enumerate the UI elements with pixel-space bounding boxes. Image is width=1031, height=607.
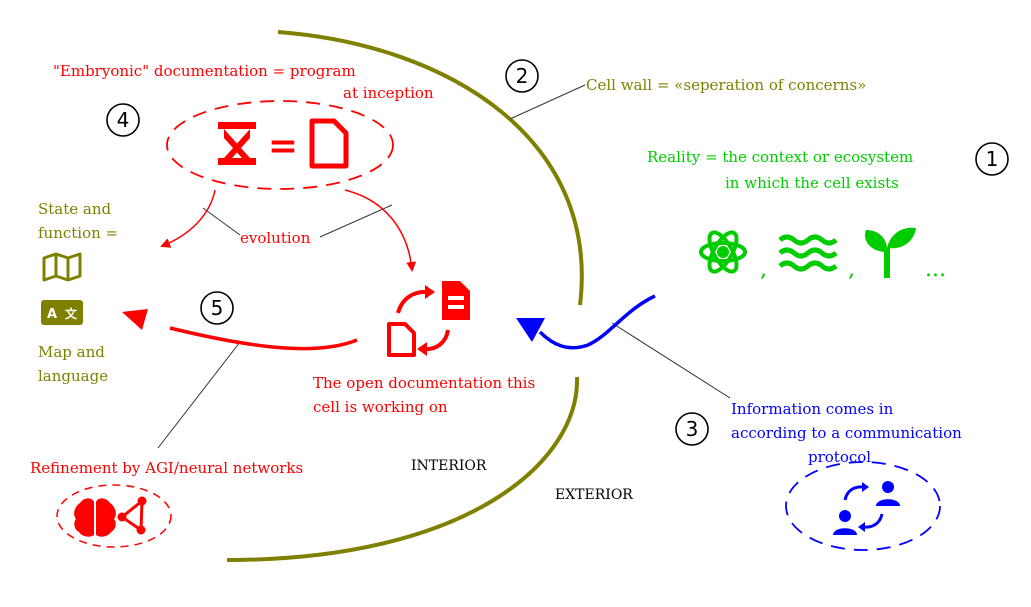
embryonic-label-line1: "Embryonic" documentation = program: [53, 62, 356, 80]
map-icon: [42, 252, 82, 282]
seedling-icon: [864, 227, 916, 278]
exterior-label: EXTERIOR: [555, 487, 633, 503]
information-leader: [611, 322, 731, 399]
embryonic-equals: =: [268, 125, 298, 167]
waves-icon: [778, 234, 838, 272]
cell-wall-arc-bottom: [226, 376, 580, 562]
state-label-line1: State and: [38, 200, 112, 218]
svg-text:5: 5: [211, 296, 224, 320]
reality-label-line1: Reality = the context or ecosystem: [647, 148, 913, 166]
reality-separator-1: ,: [760, 257, 767, 282]
network-icon: [117, 496, 147, 535]
embryonic-ellipse: [166, 100, 394, 190]
evolution-arrow-left: [160, 189, 216, 248]
information-arrow: [538, 294, 656, 350]
svg-text:3: 3: [686, 417, 699, 441]
cell-wall-label: Cell wall = «seperation of concerns»: [586, 76, 866, 94]
refinement-arrow-head: [122, 309, 148, 330]
number-badge-3: 3: [675, 412, 709, 446]
information-label-line1: Information comes in: [731, 400, 894, 418]
map-label-line1: Map and: [38, 343, 105, 361]
svg-text:4: 4: [117, 108, 130, 132]
atom-icon: [699, 230, 747, 274]
embryonic-label-line2: at inception: [343, 84, 434, 102]
evolution-leader-right: [319, 204, 393, 238]
people-exchange-icon: [833, 481, 900, 535]
state-label-line2: function =: [38, 224, 118, 242]
number-badge-4: 4: [106, 103, 140, 137]
evolution-label: evolution: [240, 229, 311, 247]
information-label-line2: according to a communication: [731, 424, 962, 442]
language-icon: A 文: [41, 300, 83, 325]
cell-wall-arc-top: [277, 30, 584, 306]
open-doc-label-line2: cell is working on: [313, 398, 448, 416]
refinement-ellipse: [56, 484, 172, 548]
dna-icon: [218, 122, 256, 165]
svg-text:1: 1: [986, 147, 999, 171]
reality-label-line2: in which the cell exists: [725, 174, 899, 192]
file-sync-icon: [387, 281, 470, 357]
evolution-leader-left: [202, 207, 241, 236]
information-ellipse: [785, 461, 941, 551]
information-arrow-head: [516, 318, 545, 342]
file-icon: [309, 118, 349, 169]
number-badge-2: 2: [505, 59, 539, 93]
svg-text:A: A: [47, 307, 57, 322]
refinement-leader: [157, 341, 241, 449]
refinement-arrow: [169, 326, 358, 351]
evolution-arrow-right: [344, 189, 417, 272]
svg-text:2: 2: [516, 64, 529, 88]
cell-wall-leader: [509, 84, 586, 120]
open-doc-label-line1: The open documentation this: [313, 374, 535, 392]
number-badge-1: 1: [975, 142, 1009, 176]
interior-label: INTERIOR: [411, 458, 487, 474]
refinement-label: Refinement by AGI/neural networks: [30, 459, 303, 477]
reality-ellipsis: ...: [925, 257, 946, 282]
svg-text:文: 文: [65, 306, 78, 321]
number-badge-5: 5: [200, 291, 234, 325]
map-label-line2: language: [38, 367, 108, 385]
reality-separator-2: ,: [848, 257, 855, 282]
brain-icon: [74, 498, 116, 537]
